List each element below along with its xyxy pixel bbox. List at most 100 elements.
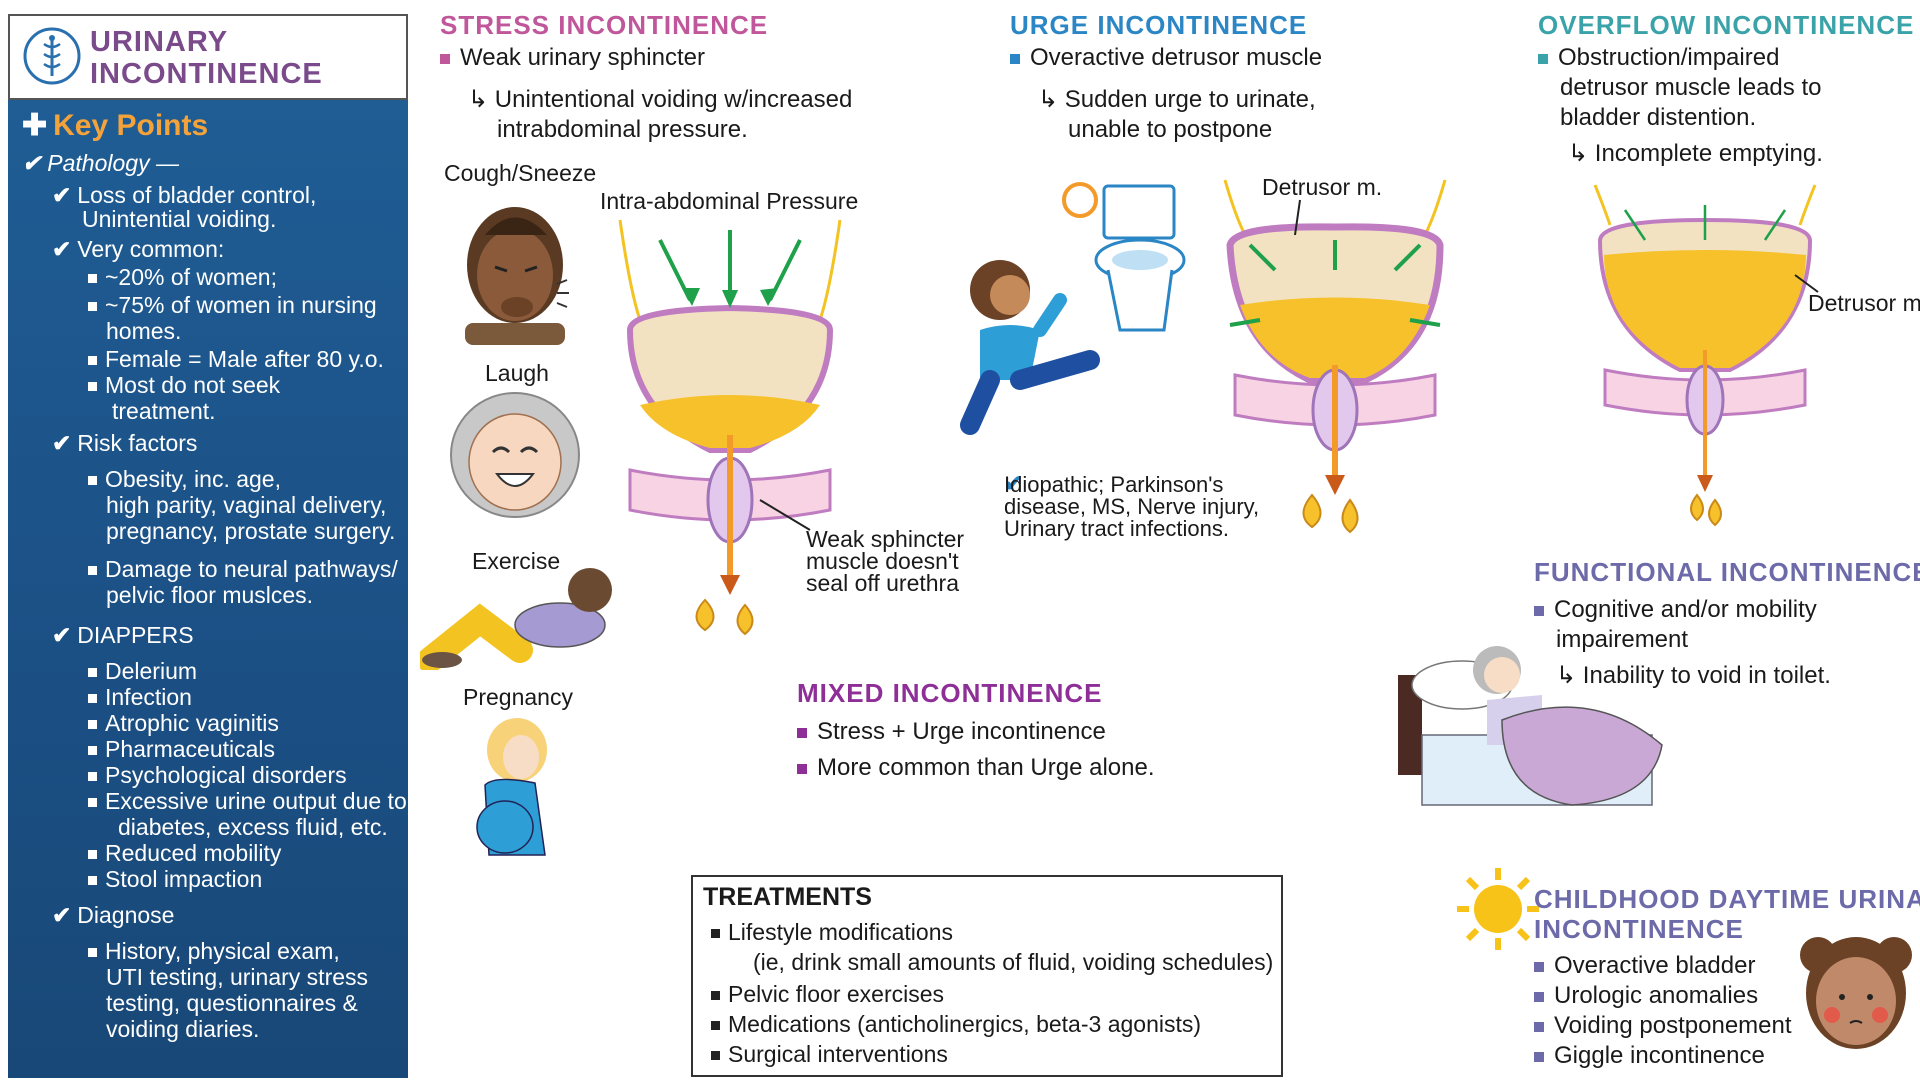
treatment-item: (ie, drink small amounts of fluid, voidi… [753, 949, 1274, 975]
bedridden-person-illustration [1398, 646, 1663, 806]
functional-header: FUNCTIONAL INCONTINENCE [1534, 557, 1920, 587]
risk-item: high parity, vaginal delivery, [106, 492, 387, 518]
overflow-line: detrusor muscle leads to [1560, 74, 1822, 101]
laughing-person-illustration [450, 392, 580, 518]
diappers-item: diabetes, excess fluid, etc. [118, 814, 388, 840]
mixed-header: MIXED INCONTINENCE [797, 678, 1103, 708]
diagnose-item: testing, questionnaires & [106, 990, 358, 1016]
pathology-item: ✔Loss of bladder control, [52, 182, 317, 208]
coughing-person-illustration [465, 207, 569, 345]
urge-cause: Idiopathic; Parkinson's [1004, 472, 1224, 497]
arrow-icon: ↳ [1568, 140, 1595, 167]
check-icon: ✔ [22, 150, 42, 176]
urge-detrusor-label: Detrusor m. [1262, 174, 1383, 200]
functional-line: ↳ Inability to void in toilet. [1556, 662, 1831, 689]
childhood-item: Giggle incontinence [1534, 1042, 1765, 1070]
arrow-icon: ↳ [1556, 662, 1583, 689]
risk-item: pelvic floor muslces. [106, 582, 314, 608]
urge-bladder-diagram [1223, 179, 1447, 534]
diappers-item: Atrophic vaginitis [88, 710, 279, 736]
diagnose-item: UTI testing, urinary stress [106, 964, 369, 990]
childhood-header: INCONTINENCE [1534, 914, 1744, 944]
very-common-item: Female = Male after 80 y.o. [88, 346, 384, 372]
child-face-illustration [1800, 937, 1912, 1049]
treatment-item: Lifestyle modifications [711, 919, 953, 946]
stress-line: Weak urinary sphincter [440, 44, 705, 72]
stress-bladder-diagram [618, 219, 842, 636]
stress-line: intrabdominal pressure. [497, 116, 748, 143]
check-icon: ✔ [52, 622, 72, 648]
stress-header: STRESS INCONTINENCE [440, 10, 769, 40]
urge-line: ↳ Sudden urge to urinate, [1038, 86, 1316, 113]
urge-causes: ✔ [1004, 470, 1024, 496]
pressure-label: Intra-abdominal Pressure [600, 188, 859, 214]
pathology-heading: ✔Pathology — [22, 150, 179, 176]
diappers-item: Reduced mobility [88, 840, 281, 866]
weak-sphincter-label: muscle doesn't [806, 548, 959, 574]
mixed-line: More common than Urge alone. [797, 754, 1155, 782]
weak-sphincter-label: seal off urethra [806, 570, 960, 596]
diappers-item: Delerium [88, 658, 197, 684]
childhood-header: CHILDHOOD DAYTIME URINARY [1534, 884, 1920, 914]
plus-icon: ✚ [22, 109, 48, 142]
stress-line: ↳ Unintentional voiding w/increased [468, 86, 853, 113]
treatments-box: TREATMENTS Lifestyle modifications (ie, … [691, 875, 1283, 1077]
urge-cause: disease, MS, Nerve injury, [1004, 494, 1260, 519]
very-common-item: Most do not seek [88, 372, 280, 398]
overflow-bladder-diagram [1593, 184, 1819, 527]
functional-line: Cognitive and/or mobility [1534, 596, 1817, 624]
treatment-item: Medications (anticholinergics, beta-3 ag… [711, 1011, 1201, 1038]
running-child-illustration [960, 260, 1100, 435]
risk-item: Damage to neural pathways/ [88, 556, 398, 582]
check-icon: ✔ [1004, 470, 1024, 496]
treatments-header: TREATMENTS [703, 883, 872, 911]
very-common-heading: ✔Very common: [52, 236, 225, 262]
diappers-item: Psychological disorders [88, 762, 347, 788]
overflow-line: ↳ Incomplete emptying. [1568, 140, 1823, 167]
check-icon: ✔ [52, 236, 72, 262]
childhood-item: Overactive bladder [1534, 952, 1755, 980]
sun-icon [1457, 868, 1539, 950]
overflow-header: OVERFLOW INCONTINENCE [1538, 10, 1915, 40]
treatment-item: Surgical interventions [711, 1041, 948, 1068]
treatment-item: Pelvic floor exercises [711, 981, 944, 1008]
risk-factors-heading: ✔Risk factors [52, 430, 198, 456]
diappers-heading: ✔DIAPPERS [52, 622, 194, 648]
check-icon: ✔ [52, 902, 72, 928]
pathology-item: Unintential voiding. [82, 206, 277, 232]
arrow-icon: ↳ [468, 86, 495, 113]
page-title: URINARY INCONTINENCE [90, 26, 323, 90]
overflow-line: bladder distention. [1560, 104, 1757, 131]
overflow-line: Obstruction/impaired [1538, 44, 1779, 72]
diagnose-item: History, physical exam, [88, 938, 340, 964]
functional-line: impairement [1556, 626, 1689, 653]
urge-line: Overactive detrusor muscle [1010, 44, 1322, 72]
diappers-item: Excessive urine output due to [88, 788, 407, 814]
diappers-item: Pharmaceuticals [88, 736, 275, 762]
laugh-label: Laugh [485, 360, 549, 386]
title-box: URINARY INCONTINENCE [8, 14, 408, 100]
check-icon: ✔ [52, 430, 72, 456]
mixed-line: Stress + Urge incontinence [797, 718, 1106, 746]
toilet-illustration [1062, 182, 1186, 332]
very-common-item: homes. [106, 318, 182, 344]
weak-sphincter-label: Weak sphincter [806, 526, 965, 552]
urge-cause: Urinary tract infections. [1004, 516, 1229, 541]
pregnancy-label: Pregnancy [463, 684, 573, 710]
key-points-heading: ✚Key Points [22, 109, 209, 142]
diagnose-heading: ✔Diagnose [52, 902, 175, 928]
childhood-item: Urologic anomalies [1534, 982, 1758, 1010]
very-common-item: ~20% of women; [88, 264, 277, 290]
cough-label: Cough/Sneeze [444, 160, 597, 186]
childhood-item: Voiding postponement [1534, 1012, 1792, 1040]
caduceus-logo-icon [23, 27, 81, 85]
arrow-icon: ↳ [1038, 86, 1065, 113]
risk-item: Obesity, inc. age, [88, 466, 281, 492]
overflow-detrusor-label: Detrusor m. [1808, 290, 1920, 316]
very-common-item: treatment. [112, 398, 216, 424]
risk-item: pregnancy, prostate surgery. [106, 518, 396, 544]
key-points-sidebar: ✚Key Points ✔Pathology — ✔Loss of bladde… [8, 100, 408, 1078]
check-icon: ✔ [52, 182, 72, 208]
urge-line: unable to postpone [1068, 116, 1273, 143]
exercising-person-illustration [420, 568, 612, 670]
